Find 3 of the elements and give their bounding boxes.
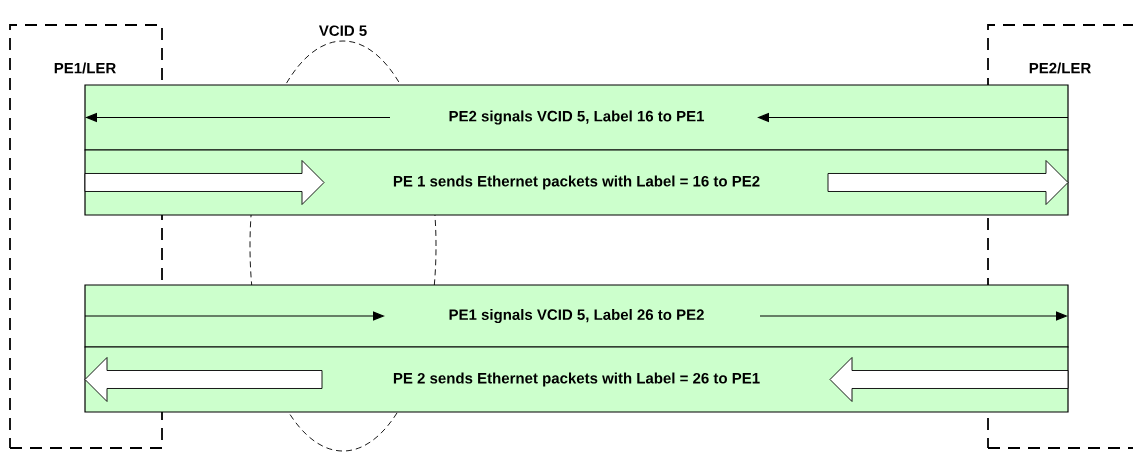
- node-label: VCID 5: [318, 25, 367, 37]
- channel-band: PE1 signals VCID 5, Label 26 to PE2: [84, 284, 1069, 348]
- channel-band: PE2 signals VCID 5, Label 16 to PE1: [84, 84, 1069, 151]
